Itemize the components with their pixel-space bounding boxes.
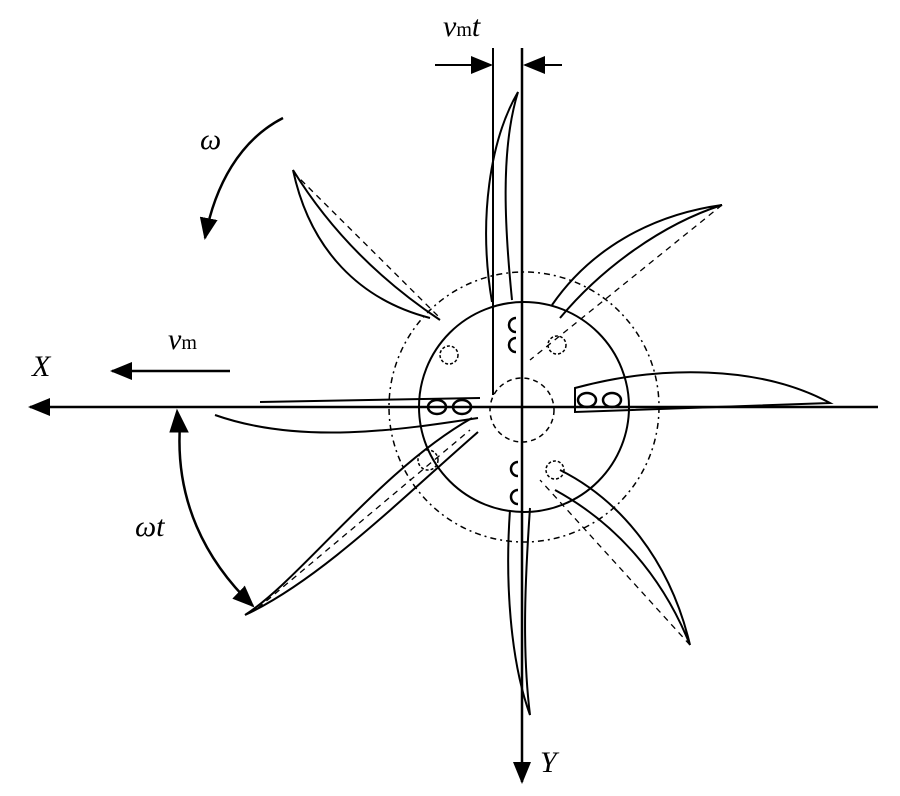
blade-lower-left bbox=[244, 417, 479, 616]
blade-right bbox=[574, 371, 834, 414]
blade-top bbox=[485, 91, 519, 303]
omega-t-arrowhead-top bbox=[169, 408, 189, 433]
blade-upper-left bbox=[292, 169, 441, 321]
blade-upper-right bbox=[551, 204, 723, 319]
v-symbol: v bbox=[168, 323, 182, 356]
inner-dashed-circle bbox=[489, 377, 555, 443]
blade-chord-lines bbox=[257, 171, 723, 646]
v-symbol: v bbox=[443, 10, 457, 43]
t-symbol: t bbox=[471, 10, 481, 43]
omega-rotation-arrow bbox=[199, 116, 284, 240]
y-axis-label: Y bbox=[540, 746, 557, 779]
blades bbox=[214, 91, 834, 716]
x-axis-label: X bbox=[32, 350, 51, 383]
vmt-label: vmt bbox=[443, 12, 480, 42]
m-subscript: m bbox=[181, 332, 197, 354]
blade-lower-right bbox=[554, 469, 691, 646]
blade-bottom bbox=[507, 507, 531, 716]
omega-t-label: ωt bbox=[135, 510, 165, 543]
vm-label: vm bbox=[168, 325, 197, 355]
blade-left bbox=[214, 397, 481, 434]
omega-t-angle-arc bbox=[178, 424, 255, 608]
m-subscript: m bbox=[456, 19, 472, 41]
omega-label: ω bbox=[200, 123, 222, 156]
